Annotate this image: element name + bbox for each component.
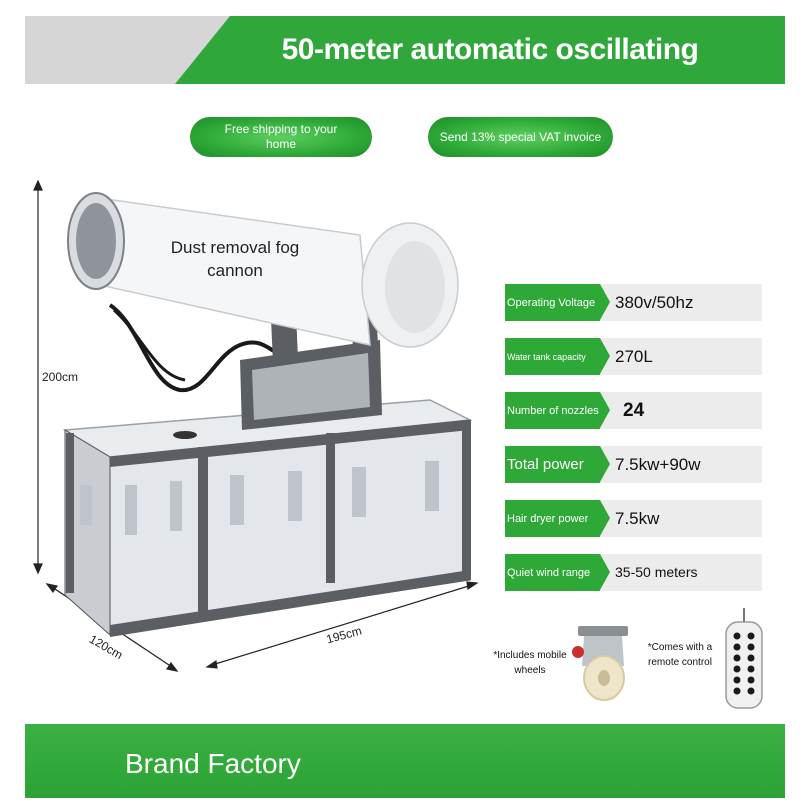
banner-grey-block — [25, 16, 175, 84]
spec-row-operating-voltage: Operating Voltage 380v/50hz — [505, 284, 762, 321]
spec-row-total-power: Total power 7.5kw+90w — [505, 446, 762, 483]
brand-name: Brand Factory — [125, 748, 301, 779]
spec-label: Water tank capacity — [507, 351, 586, 362]
free-shipping-text: Free shipping to your home — [224, 122, 338, 151]
spec-label: Hair dryer power — [507, 512, 589, 525]
spec-value: 24 — [623, 400, 645, 421]
caster-wheel-icon — [572, 626, 628, 701]
spec-label: Number of nozzles — [507, 404, 599, 417]
spec-value: 35-50 meters — [615, 564, 698, 580]
top-banner: 50-meter automatic oscillating spray — [25, 16, 785, 84]
spec-value: 380v/50hz — [615, 293, 694, 312]
spec-label: Quiet wind range — [507, 566, 591, 579]
fog-cannon-illustration — [33, 179, 479, 672]
cannon-label: Dust removal fog cannon — [170, 238, 300, 280]
bottom-banner: Brand Factory — [25, 724, 785, 798]
wheels-note: *Includes mobile wheels — [493, 650, 567, 676]
remote-control-icon — [725, 608, 763, 709]
spec-row-nozzles: Number of nozzles 24 — [505, 392, 762, 429]
vat-invoice-badge: Send 13% special VAT invoice — [428, 117, 613, 157]
spec-row-hair-dryer: Hair dryer power 7.5kw — [505, 500, 762, 537]
remote-note: *Comes with a remote control — [647, 642, 713, 668]
spec-label: Operating Voltage — [507, 296, 596, 309]
spec-value: 7.5kw+90w — [615, 455, 701, 474]
height-dimension: 200cm — [42, 370, 79, 384]
spec-row-wind-range: Quiet wind range 35-50 meters — [505, 554, 762, 591]
free-shipping-badge: Free shipping to your home — [190, 117, 372, 157]
spec-value: 270L — [615, 347, 653, 366]
spec-row-water-tank: Water tank capacity 270L — [505, 338, 762, 375]
spec-value: 7.5kw — [615, 509, 660, 528]
page-title: 50-meter automatic oscillating spray — [281, 33, 699, 66]
spec-label: Total power — [507, 456, 584, 473]
vat-invoice-text: Send 13% special VAT invoice — [439, 129, 602, 144]
banner-grey-wedge — [175, 16, 230, 84]
